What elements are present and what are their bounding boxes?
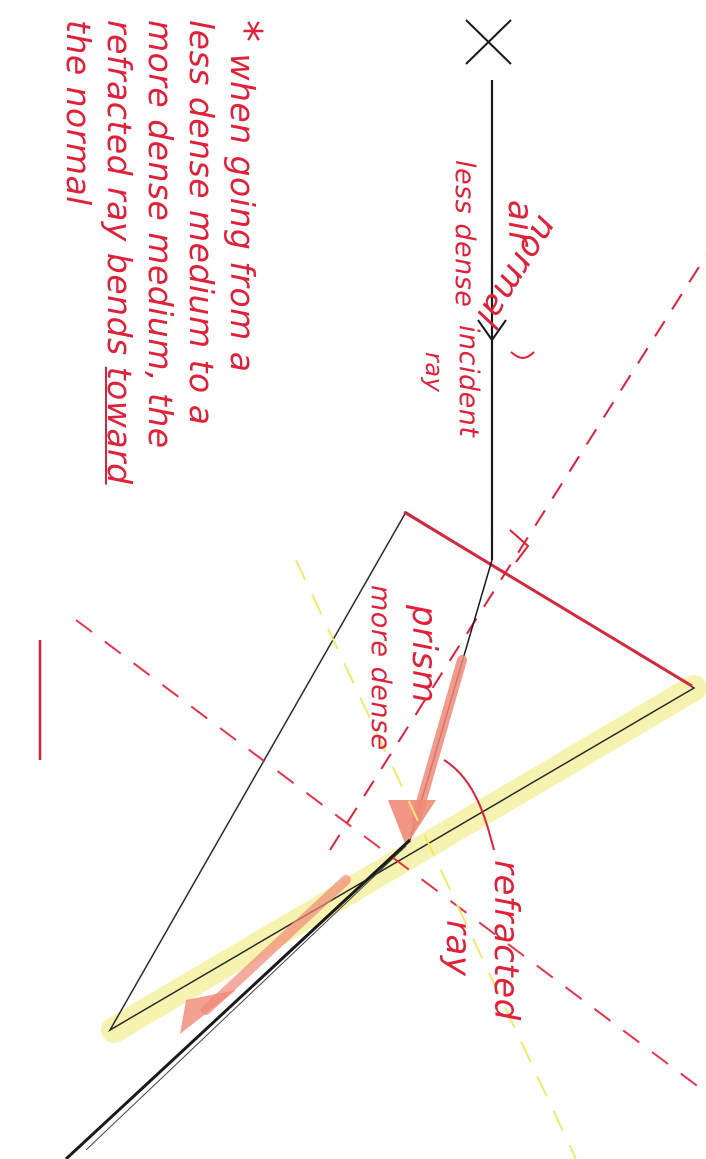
incident-ray-arrowhead	[477, 319, 507, 342]
note-line-3: more dense medium, the	[141, 20, 180, 449]
label-refracted-ray: refracted	[486, 860, 526, 1021]
normal-line-exit-yellow	[295, 559, 577, 1159]
right-angle-marker	[509, 529, 530, 563]
normal-line-exit	[75, 619, 706, 1101]
emergent-ray	[64, 838, 412, 1159]
note-line-2: less dense medium to a	[182, 20, 221, 426]
explanation-note: * when going from a less dense medium to…	[58, 20, 271, 485]
note-line-4: refracted ray bends toward	[99, 20, 140, 485]
label-incident-ray-2: ray	[420, 352, 448, 393]
refracted-ray-arrowhead	[388, 800, 436, 846]
note-line-5: the normal	[59, 20, 98, 206]
incident-ray-leader	[510, 351, 535, 359]
emergent-ray-shadow	[85, 845, 407, 1151]
note-line-1-text: when going from a	[223, 53, 262, 373]
refracted-ray-leader	[443, 759, 495, 851]
note-emphasis-toward: toward	[100, 366, 139, 485]
normal-line-entry	[329, 239, 706, 851]
note-line-1: * when going from a	[220, 20, 271, 485]
note-line-4-prefix: refracted ray bends	[100, 20, 139, 367]
label-prism-density: more dense	[365, 585, 396, 751]
label-prism: prism	[404, 605, 444, 704]
prism-entry-face	[403, 510, 693, 688]
emergent-ray-arrowhead	[180, 990, 236, 1034]
x-mark-icon	[465, 19, 512, 65]
label-incident-ray: incident	[453, 325, 484, 438]
emergent-ray-arrow	[201, 875, 351, 1015]
label-air-density: less dense	[449, 160, 480, 308]
note-star: *	[220, 20, 271, 43]
refracted-ray-arrow	[411, 655, 467, 825]
label-refracted-ray-2: ray	[438, 920, 478, 977]
prism-outline	[107, 511, 696, 1033]
